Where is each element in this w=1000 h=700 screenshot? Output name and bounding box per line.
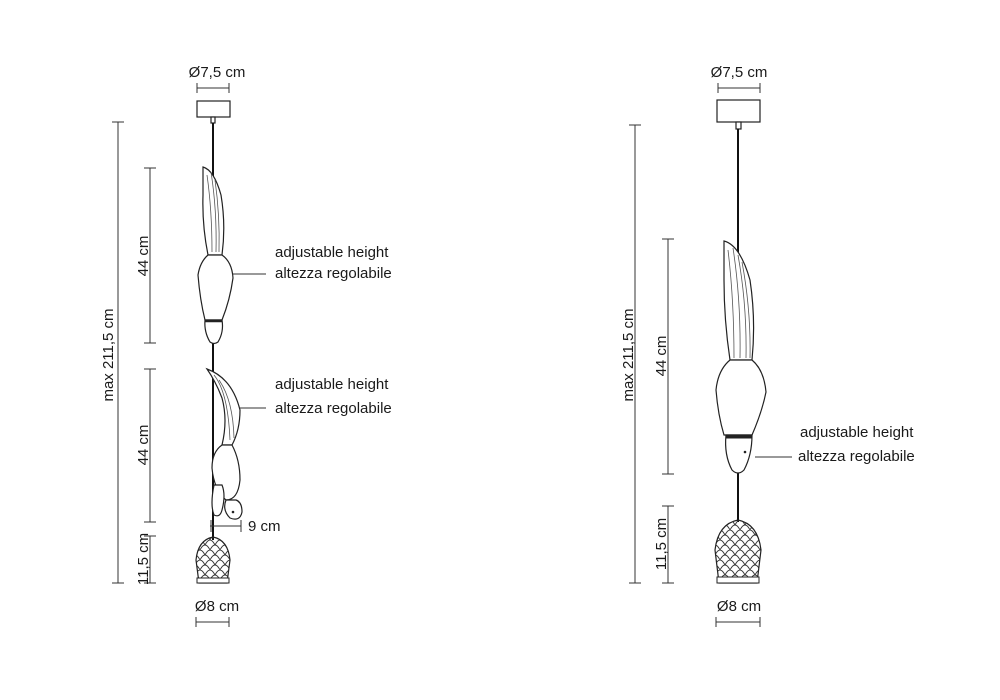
- left-cable-clamp: [210, 116, 216, 124]
- right-note-it: altezza regolabile: [798, 448, 915, 465]
- right-ceiling-canopy: [716, 99, 761, 123]
- right-shade-diameter-label: Ø8 cm: [717, 598, 761, 615]
- right-max-height-dimension: [629, 124, 641, 584]
- left-upper-note-en: adjustable height: [275, 244, 389, 261]
- right-squirrel-height-label: 44 cm: [653, 336, 670, 377]
- left-ceiling-canopy: [196, 100, 231, 118]
- left-canopy-diameter-label: Ø7,5 cm: [189, 64, 246, 81]
- left-shade-height-dimension: [144, 535, 156, 584]
- right-squirrel-height-dimension: [662, 238, 674, 475]
- left-upper-note-it: altezza regolabile: [275, 265, 392, 282]
- left-shade-height-label: 11,5 cm: [135, 533, 152, 585]
- right-lamp-drawing: Ø7,5 cm max 211,5 cm 44 cm adjustable he…: [620, 64, 915, 627]
- right-cable-clamp: [735, 121, 742, 130]
- left-shade-base: [196, 577, 230, 584]
- right-canopy-diameter-label: Ø7,5 cm: [711, 64, 768, 81]
- left-upper-44-dimension: [144, 167, 156, 344]
- left-upper-height-label: 44 cm: [135, 236, 152, 277]
- right-max-height-label: max 211,5 cm: [620, 308, 637, 401]
- right-pinecone-shade: [714, 519, 762, 584]
- left-upper-squirrel: [197, 166, 234, 345]
- left-canopy-dimension-line: [196, 83, 230, 93]
- left-shade-diameter-label: Ø8 cm: [195, 598, 239, 615]
- right-shade-height-dimension: [662, 505, 674, 584]
- left-lower-44-dimension: [144, 368, 156, 523]
- right-shade-base: [716, 576, 760, 584]
- left-pinecone-shade: [195, 536, 231, 584]
- left-lower-note-it: altezza regolabile: [275, 400, 392, 417]
- left-max-height-label: max 211,5 cm: [100, 308, 117, 401]
- left-lower-squirrel: [205, 367, 243, 520]
- right-shade-diameter-line: [715, 617, 761, 627]
- left-lower-height-label: 44 cm: [135, 425, 152, 466]
- left-lamp-drawing: Ø7,5 cm max 211,5 cm 44 cm adjustable he…: [100, 64, 392, 627]
- right-note-en: adjustable height: [800, 424, 914, 441]
- left-shade-diameter-line: [195, 617, 230, 627]
- right-squirrel: [715, 240, 767, 474]
- right-canopy-dimension-line: [717, 83, 761, 93]
- left-depth-label: 9 cm: [248, 518, 281, 535]
- left-depth-dimension: [210, 520, 242, 532]
- left-max-height-dimension: [112, 121, 124, 584]
- right-shade-height-label: 11,5 cm: [653, 518, 670, 570]
- left-lower-note-en: adjustable height: [275, 376, 389, 393]
